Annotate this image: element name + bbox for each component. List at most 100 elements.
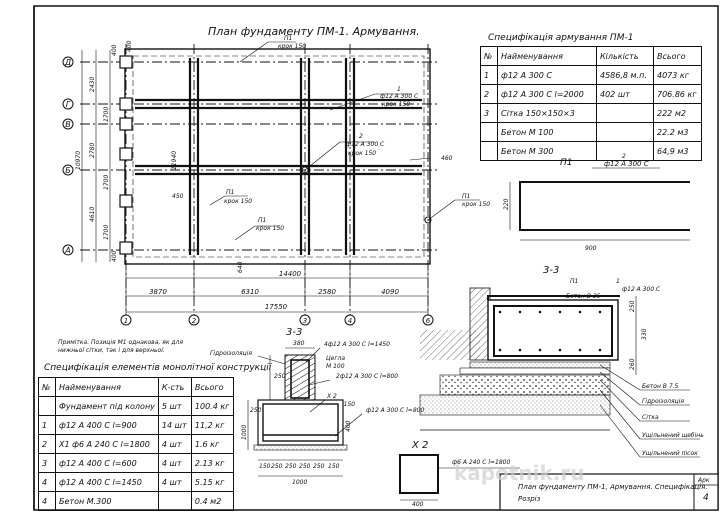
svg-text:400: 400: [412, 501, 424, 508]
plan-title: План фундаменту ПМ-1. Армування.: [208, 25, 420, 38]
svg-text:250: 250: [299, 463, 311, 470]
svg-text:Цегла: Цегла: [326, 355, 345, 362]
dim-left-2430: 2430: [89, 77, 96, 92]
x2-title: Х 2: [411, 440, 428, 451]
rebar-spec-caption: Специфікація армування ПМ-1: [488, 33, 634, 43]
section-right-title: 3-3: [543, 265, 559, 276]
row-axis-markers: Д Г В Б А: [62, 56, 74, 256]
axis-row-d: Д: [64, 58, 71, 67]
label-hydro: Гідроізоляція: [210, 350, 252, 357]
label-bar1: ф12 А 300 С: [380, 93, 419, 100]
dim-17550: 17550: [265, 303, 288, 311]
svg-text:1: 1: [397, 86, 401, 93]
dim-left-1700c: 1700: [103, 225, 110, 240]
table-row: Бетон М 100 22.2 м3: [480, 122, 702, 142]
dim-left-1700b: 1700: [103, 175, 110, 190]
dim-450: 450: [172, 193, 184, 200]
note-line1: Примітка. Позиція М1 однакова, як для: [58, 339, 183, 346]
svg-text:150: 150: [328, 463, 340, 470]
svg-text:250: 250: [271, 463, 283, 470]
label-p1-mid: П1: [226, 189, 234, 196]
axis-row-v: В: [65, 120, 71, 129]
section-3-3-right: 3-3 П1 Бетон В 25 1 ф12 А 300 С 250 330 …: [419, 265, 704, 458]
label-p1-low: П1: [258, 217, 266, 224]
axis-col-6: 6: [426, 317, 431, 325]
stamp-title: План фундаменту ПМ-1, Армування. Специфі…: [518, 483, 708, 491]
axis-col-4: 4: [348, 317, 352, 325]
stamp-section: Розріз: [518, 495, 541, 503]
layer-gravel: Ущільнений щебінь: [642, 432, 704, 439]
section-left-title: 3-3: [286, 327, 302, 338]
label-bar4: 4ф12 А 300 С l=1450: [324, 341, 390, 348]
dim-460: 460: [441, 155, 453, 162]
svg-text:250: 250: [629, 300, 636, 312]
dim-left-400-top: 400: [111, 44, 118, 56]
p1-detail-title: П1: [560, 158, 573, 168]
section-left-1000: 1000: [292, 479, 307, 486]
layer-concrete-b75: Бетон В 7.5: [642, 383, 679, 390]
dim-640: 640: [237, 261, 244, 273]
svg-text:250: 250: [285, 463, 297, 470]
svg-text:Х 2: Х 2: [326, 393, 337, 400]
table-header: № Найменування К-сть Всього: [38, 377, 235, 397]
label-bar1: ф12 А 300 С l=800: [366, 407, 424, 414]
dim-2580: 2580: [318, 288, 336, 296]
svg-text:400: 400: [345, 420, 352, 432]
svg-text:1000: 1000: [241, 425, 248, 440]
table-header: № Найменування Кількість Всього: [480, 46, 702, 66]
p1-dim-220: 220: [503, 198, 510, 210]
svg-text:260: 260: [629, 358, 636, 370]
svg-text:1: 1: [616, 278, 620, 285]
dim-left-4610: 4610: [89, 207, 96, 222]
axis-col-2: 2: [192, 317, 197, 325]
layer-mesh: Сітка: [642, 414, 659, 421]
dim-4090: 4090: [381, 288, 399, 296]
dim-14400: 14400: [279, 270, 302, 278]
svg-text:330: 330: [641, 328, 648, 340]
svg-text:крок 150: крок 150: [256, 225, 284, 232]
svg-text:П1: П1: [570, 278, 578, 285]
dim-left-1700a: 1700: [103, 107, 110, 122]
svg-text:150: 150: [259, 463, 271, 470]
title-stamp: План фундаменту ПМ-1, Армування. Специфі…: [499, 473, 719, 511]
axis-col-3: 3: [303, 317, 307, 325]
axis-col-1: 1: [124, 317, 128, 325]
svg-text:крок 150: крок 150: [348, 150, 376, 157]
label-bar2: 2ф12 А 300 С l=800: [336, 373, 398, 380]
svg-text:крок 150: крок 150: [382, 101, 410, 108]
p1-detail-bar: ф12 А 300 С: [604, 160, 649, 168]
svg-text:250: 250: [274, 373, 286, 380]
monolith-spec-table: № Найменування К-сть Всього Фундамент пі…: [38, 377, 235, 511]
note: Примітка. Позиція М1 однакова, як для ни…: [58, 339, 183, 354]
axis-row-a: А: [64, 246, 70, 255]
svg-text:М 100: М 100: [326, 363, 345, 370]
label-bar2: ф12 А 300 С: [346, 141, 385, 148]
svg-text:250: 250: [313, 463, 325, 470]
svg-text:380: 380: [293, 340, 305, 347]
label-p1-right: П1: [462, 193, 470, 200]
stamp-sheet-number: 4: [703, 493, 709, 503]
svg-text:ф12 А 300 С: ф12 А 300 С: [622, 286, 661, 293]
column-axis-markers: 1 2 3 4 6: [120, 314, 434, 326]
dim-6310: 6310: [241, 288, 259, 296]
layer-sand: Ущільнений пісок: [642, 450, 698, 457]
svg-text:крок 150: крок 150: [462, 201, 490, 208]
layer-hydro: Гідроізоляція: [642, 398, 684, 405]
dim-left-400-bot: 400: [111, 250, 118, 262]
svg-text:2: 2: [359, 133, 363, 140]
dim-left-10970: 10970: [75, 151, 82, 170]
p1-detail: П1 2 ф12 А 300 С 220 900: [503, 153, 690, 252]
note-line2: нижньої сітки, так і для верхньої.: [58, 347, 165, 354]
svg-text:400: 400: [126, 40, 133, 52]
svg-text:250: 250: [250, 407, 262, 414]
p1-dim-900: 900: [585, 245, 597, 252]
monolith-spec-caption: Специфікація елементів монолітної констр…: [44, 363, 272, 373]
